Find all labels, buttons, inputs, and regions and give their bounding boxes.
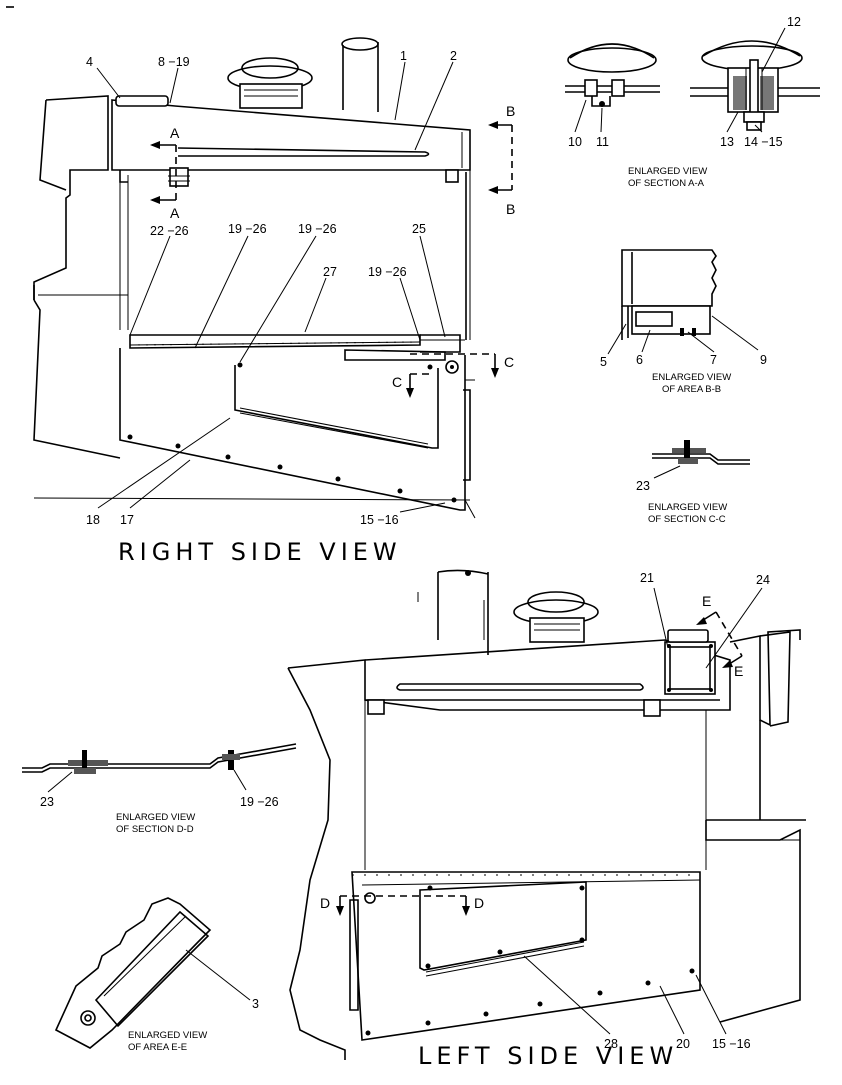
section-a-bottom-marker: A — [170, 205, 180, 221]
section-c-caption-line1: ENLARGED VIEW — [648, 502, 727, 513]
section-d-detail: 23 19 −26 ENLARGED VIEW OF SECTION D-D — [22, 743, 297, 835]
section-c-detail: 23 ENLARGED VIEW OF SECTION C-C — [636, 440, 750, 525]
callout-24: 24 — [756, 573, 770, 587]
section-b-bottom-marker: B — [506, 201, 515, 217]
callout-14-15: 14 −15 — [744, 135, 783, 149]
area-e-detail: 3 ENLARGED VIEW OF AREA E-E — [54, 897, 259, 1053]
left-side-view: D D E E 21 24 28 20 15 −16 LEFT SIDE VIE… — [287, 569, 806, 1070]
callout-1: 1 — [400, 49, 407, 63]
section-d-left-marker: D — [320, 895, 330, 911]
area-b-detail: 5 6 7 9 ENLARGED VIEW OF AREA B-B — [600, 249, 767, 395]
callout-25: 25 — [412, 222, 426, 236]
callout-23-d: 23 — [40, 795, 54, 809]
callout-12: 12 — [787, 15, 801, 29]
callout-22-26: 22 −26 — [150, 224, 189, 238]
section-a-top-marker: A — [170, 125, 180, 141]
section-d-right-marker: D — [474, 895, 484, 911]
callout-27: 27 — [323, 265, 337, 279]
area-e-caption-line2: OF AREA E-E — [128, 1042, 187, 1053]
section-d-caption-line2: OF SECTION D-D — [116, 824, 194, 835]
callout-8-19: 8 −19 — [158, 55, 190, 69]
right-side-view-title: RIGHT SIDE VIEW — [118, 538, 402, 566]
callout-18: 18 — [86, 513, 100, 527]
rivets-left — [365, 885, 695, 1036]
callout-28: 28 — [604, 1037, 618, 1051]
callout-11: 11 — [596, 135, 609, 149]
callout-4: 4 — [86, 55, 93, 69]
section-c-right-marker: C — [504, 354, 514, 370]
section-b-top-marker: B — [506, 103, 515, 119]
right-side-view: A A B B C C — [33, 37, 515, 566]
callout-21: 21 — [640, 571, 654, 585]
callout-2: 2 — [450, 49, 457, 63]
section-e-top-marker: E — [702, 593, 711, 609]
section-a-caption-line2: OF SECTION A-A — [628, 178, 705, 189]
area-e-caption-line1: ENLARGED VIEW — [128, 1030, 207, 1041]
callout-13: 13 — [720, 135, 734, 149]
callout-23-c: 23 — [636, 479, 650, 493]
callout-19-26-d: 19 −26 — [240, 795, 279, 809]
callout-7: 7 — [710, 353, 717, 367]
section-a-detail: 10 11 12 13 14 −15 ENLARGED VIEW OF SECT… — [565, 15, 820, 189]
callout-9: 9 — [760, 353, 767, 367]
callout-19-26-a: 19 −26 — [228, 222, 267, 236]
callout-20: 20 — [676, 1037, 690, 1051]
section-c-left-marker: C — [392, 374, 402, 390]
callout-19-26-c: 19 −26 — [368, 265, 407, 279]
callout-5: 5 — [600, 355, 607, 369]
section-a-caption-line1: ENLARGED VIEW — [628, 166, 707, 177]
section-e-bottom-marker: E — [734, 663, 743, 679]
area-b-caption-line2: OF AREA B-B — [662, 384, 721, 395]
rivets — [127, 362, 457, 503]
area-b-caption-line1: ENLARGED VIEW — [652, 372, 731, 383]
callout-10: 10 — [568, 135, 582, 149]
callout-17: 17 — [120, 513, 134, 527]
left-side-view-title: LEFT SIDE VIEW — [418, 1042, 678, 1070]
callout-15-16-left: 15 −16 — [712, 1037, 751, 1051]
section-d-caption-line1: ENLARGED VIEW — [116, 812, 195, 823]
callout-19-26-b: 19 −26 — [298, 222, 337, 236]
callout-3: 3 — [252, 997, 259, 1011]
callout-15-16: 15 −16 — [360, 513, 399, 527]
callout-6: 6 — [636, 353, 643, 367]
section-c-caption-line2: OF SECTION C-C — [648, 514, 726, 525]
